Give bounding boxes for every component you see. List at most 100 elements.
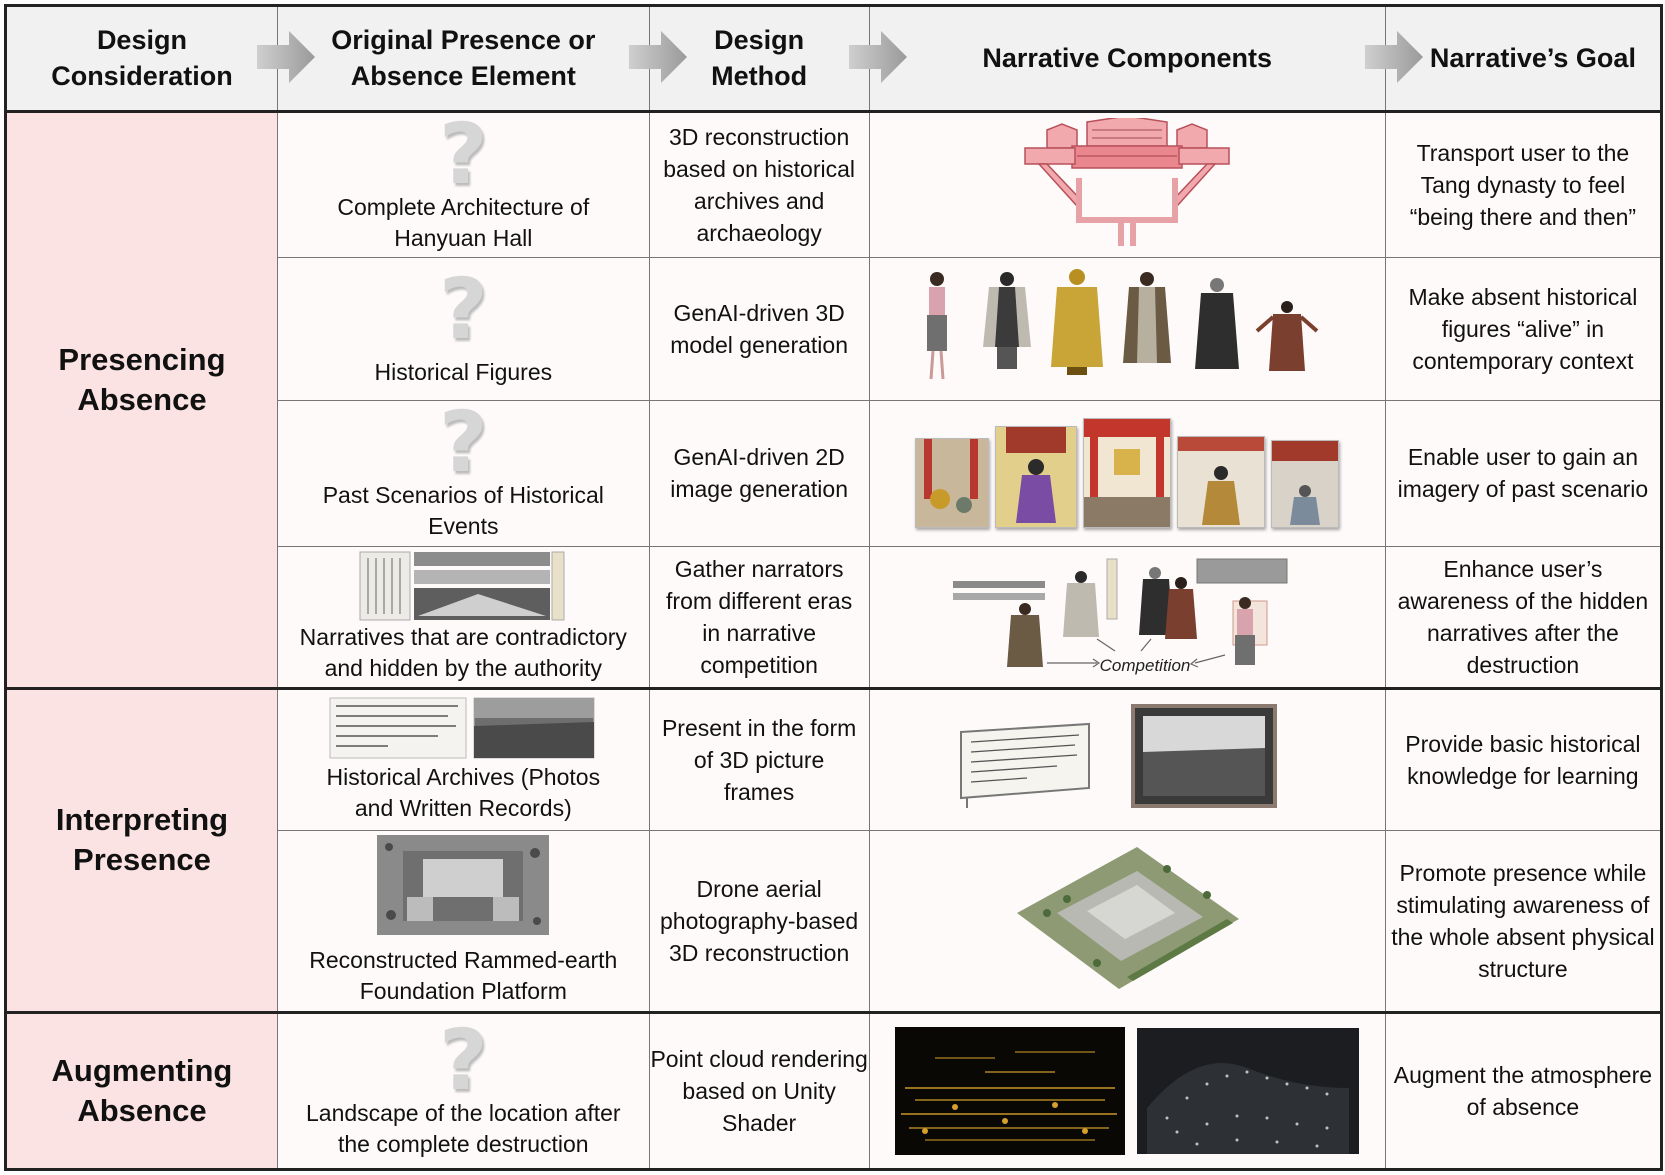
hanyuan-hall-model-image (1024, 114, 1230, 246)
rammed-earth-aerial-photo-image (377, 834, 550, 935)
method-label: Point cloud rendering based on Unity Sha… (650, 1045, 868, 1136)
method-label: Drone aerial photography-based 3D recons… (660, 875, 859, 966)
goal-label: Enable user to gain an imagery of past s… (1397, 444, 1649, 503)
table-row: Reconstructed Rammed-earth Foundation Pl… (6, 829, 1663, 1013)
header-label: Design Method (711, 25, 808, 92)
drone-reconstruction-model-image (1017, 847, 1240, 990)
point-cloud-images (870, 1026, 1385, 1155)
element-cell: Narratives that are contradictory and hi… (276, 545, 650, 690)
group-label: Interpreting Presence (55, 802, 229, 878)
scenario-image (915, 438, 990, 529)
component-cell (868, 1010, 1386, 1171)
element-cell: Reconstructed Rammed-earth Foundation Pl… (276, 829, 650, 1013)
method-cell: GenAI-driven 2D image generation (648, 399, 870, 547)
goal-cell: Enhance user’s awareness of the hidden n… (1384, 545, 1663, 690)
point-cloud-render-gold-image (895, 1026, 1126, 1155)
competition-label: Competition (1100, 656, 1191, 675)
table-row: Augmenting Absence ? Landscape of the lo… (5, 1010, 1663, 1171)
goal-cell: Provide basic historical knowledge for l… (1384, 687, 1663, 831)
header-original-element: Original Presence or Absence Element (276, 5, 687, 113)
chevron-arrow-icon (628, 31, 687, 83)
method-cell: Present in the form of 3D picture frames (648, 687, 870, 831)
element-label: Landscape of the location after the comp… (306, 1099, 621, 1157)
group-label: Presencing Absence (58, 341, 226, 417)
header-narrative-goal: Narrative’s Goal (1384, 5, 1663, 113)
picture-frames-image (960, 704, 1278, 809)
component-cell (868, 399, 1386, 547)
table-row: ? Past Scenarios of Historical Events Ge… (6, 393, 1663, 547)
chevron-arrow-icon (848, 31, 907, 83)
component-cell (868, 687, 1386, 831)
scenario-image (995, 426, 1078, 529)
scenario-image (1177, 436, 1266, 529)
table-row: Interpreting Presence Historical Archive… (5, 687, 1663, 1013)
goal-cell: Promote presence while stimulating aware… (1384, 829, 1663, 1013)
design-framework-table: Design Consideration Original Presence o… (4, 4, 1663, 1171)
scenario-image (1271, 440, 1340, 529)
historical-figures-models-image (927, 268, 1319, 379)
element-label: Narratives that are contradictory and hi… (299, 623, 627, 681)
element-cell: ? Past Scenarios of Historical Events (276, 393, 650, 547)
method-cell: GenAI-driven 3D model generation (648, 257, 870, 401)
goal-cell: Augment the atmosphere of absence (1384, 1010, 1663, 1171)
narrative-competition-image: Competition (953, 558, 1288, 675)
historical-archive-photos-image (329, 697, 595, 759)
goal-label: Augment the atmosphere of absence (1393, 1061, 1653, 1120)
method-cell: Drone aerial photography-based 3D recons… (648, 829, 870, 1013)
scenario-image (1083, 418, 1172, 529)
element-label: Historical Figures (374, 358, 553, 385)
question-mark-icon: ? (438, 1010, 488, 1109)
group-interpreting-presence: Interpreting Presence (5, 687, 278, 1013)
header-row: Design Consideration Original Presence o… (5, 5, 1663, 113)
method-cell: Point cloud rendering based on Unity Sha… (648, 1010, 870, 1171)
header-label: Design Consideration (51, 25, 233, 92)
past-scenario-images (870, 418, 1385, 529)
method-label: Gather narrators from different eras in … (666, 555, 853, 678)
goal-label: Make absent historical figures “alive” i… (1408, 284, 1638, 375)
method-cell: Gather narrators from different eras in … (648, 545, 870, 690)
method-cell: 3D reconstruction based on historical ar… (648, 110, 870, 259)
component-cell (868, 110, 1386, 259)
element-cell: ? Landscape of the location after the co… (276, 1010, 650, 1171)
component-cell: Competition (868, 545, 1386, 690)
element-label: Reconstructed Rammed-earth Foundation Pl… (309, 946, 618, 1004)
point-cloud-render-white-image (1137, 1027, 1360, 1154)
method-label: Present in the form of 3D picture frames (661, 714, 857, 805)
header-label: Narrative’s Goal (1429, 43, 1636, 74)
group-label: Augmenting Absence (51, 1052, 233, 1128)
element-label: Historical Archives (Photos and Written … (326, 763, 601, 821)
table-row: Narratives that are contradictory and hi… (6, 545, 1663, 690)
goal-cell: Make absent historical figures “alive” i… (1384, 257, 1663, 401)
header-narrative-components: Narrative Components (868, 5, 1423, 113)
element-cell: ? Historical Figures (276, 257, 650, 401)
question-mark-icon: ? (438, 105, 488, 204)
goal-cell: Enable user to gain an imagery of past s… (1384, 399, 1663, 547)
header-design-consideration: Design Consideration (5, 5, 315, 113)
component-cell (868, 257, 1386, 401)
table-row: Presencing Absence ? Complete Architectu… (5, 105, 1663, 690)
element-cell: ? Complete Architecture of Hanyuan Hall (276, 105, 650, 259)
component-cell (868, 829, 1386, 1013)
header-label: Narrative Components (982, 43, 1272, 74)
goal-label: Transport user to the Tang dynasty to fe… (1409, 140, 1637, 231)
method-label: 3D reconstruction based on historical ar… (663, 124, 856, 247)
goal-label: Promote presence while stimulating aware… (1391, 859, 1655, 982)
goal-label: Provide basic historical knowledge for l… (1405, 730, 1641, 789)
question-mark-icon: ? (438, 393, 488, 492)
element-label: Complete Architecture of Hanyuan Hall (337, 194, 590, 252)
element-cell: Historical Archives (Photos and Written … (276, 687, 650, 831)
chevron-arrow-icon (1364, 31, 1423, 83)
header-label: Original Presence or Absence Element (331, 25, 596, 92)
design-framework-table-frame: Design Consideration Original Presence o… (4, 4, 1664, 1172)
group-presencing-absence: Presencing Absence (5, 110, 278, 690)
chevron-arrow-icon (256, 31, 315, 83)
method-label: GenAI-driven 2D image generation (670, 444, 848, 503)
goal-cell: Transport user to the Tang dynasty to fe… (1384, 110, 1663, 259)
table-row: ? Historical Figures GenAI-driven 3D mod… (6, 257, 1663, 401)
method-label: GenAI-driven 3D model generation (670, 300, 848, 359)
header-design-method: Design Method (648, 5, 907, 113)
element-label: Past Scenarios of Historical Events (322, 482, 604, 540)
question-mark-icon: ? (438, 259, 488, 358)
group-augmenting-absence: Augmenting Absence (5, 1010, 278, 1171)
archive-documents-image (359, 551, 565, 621)
